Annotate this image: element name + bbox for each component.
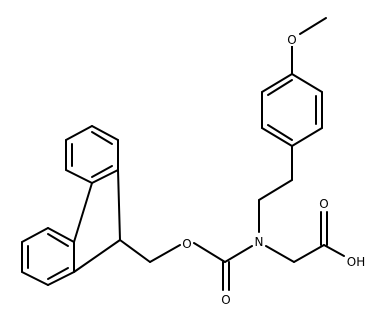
fmoc-linker	[119, 239, 253, 291]
ester-oxygen-label: O	[181, 237, 193, 251]
glycine-arm	[265, 211, 345, 263]
fluorene-upper-ring	[65, 125, 119, 184]
acid-carbonyl-oxygen-label: O	[318, 197, 330, 211]
methoxy-group	[291, 17, 327, 75]
fluorene-left-ring	[21, 227, 75, 286]
carbonyl-oxygen-label: O	[220, 293, 232, 307]
fluorene-five-ring	[73, 169, 121, 273]
methoxyphenyl-ring	[261, 73, 323, 147]
hydroxyl-label: OH	[345, 255, 367, 269]
nitrogen-label: N	[253, 235, 265, 249]
ethyl-linker	[258, 145, 293, 233]
methoxy-oxygen-label: O	[286, 33, 298, 47]
